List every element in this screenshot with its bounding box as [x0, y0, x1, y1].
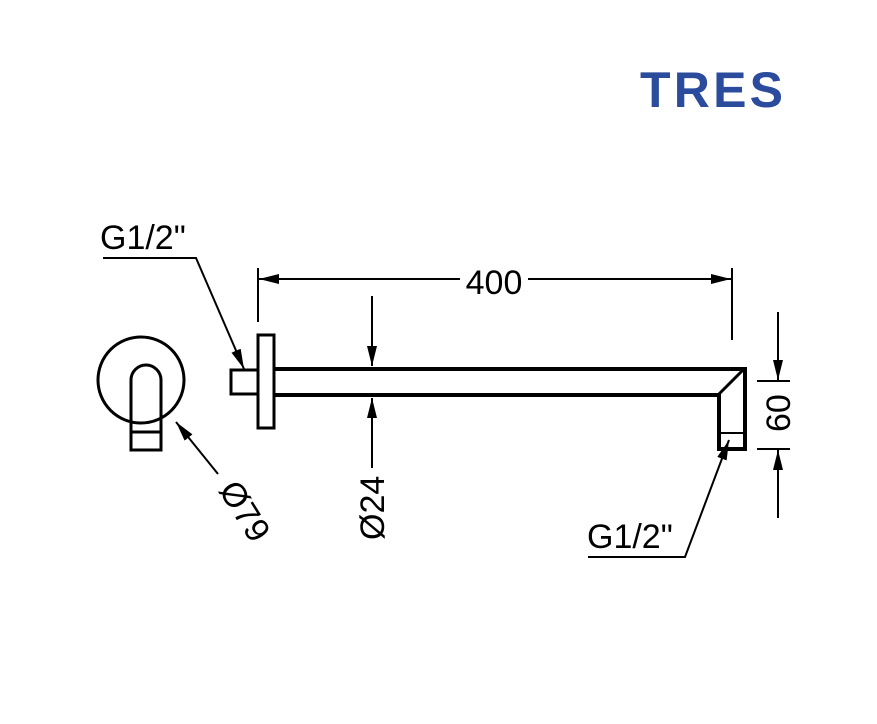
left-thread-callout: G1/2" — [100, 219, 245, 370]
drop-height-label: 60 — [760, 394, 798, 432]
logo-text: TRES — [640, 62, 785, 118]
drop-height-dimension: 60 — [757, 312, 798, 518]
arm-side-view — [229, 333, 747, 451]
arm-diameter-dimension: Ø24 — [354, 296, 392, 540]
plate-diameter-label: Ø79 — [211, 474, 277, 549]
arm-diameter-label: Ø24 — [354, 476, 392, 540]
left-thread-label: G1/2" — [100, 219, 186, 257]
right-thread-label: G1/2" — [587, 518, 673, 556]
length-dimension: 400 — [257, 264, 733, 340]
length-label: 400 — [466, 264, 523, 302]
tres-logo: TRES — [640, 62, 785, 118]
right-thread-callout: G1/2" — [587, 439, 730, 558]
